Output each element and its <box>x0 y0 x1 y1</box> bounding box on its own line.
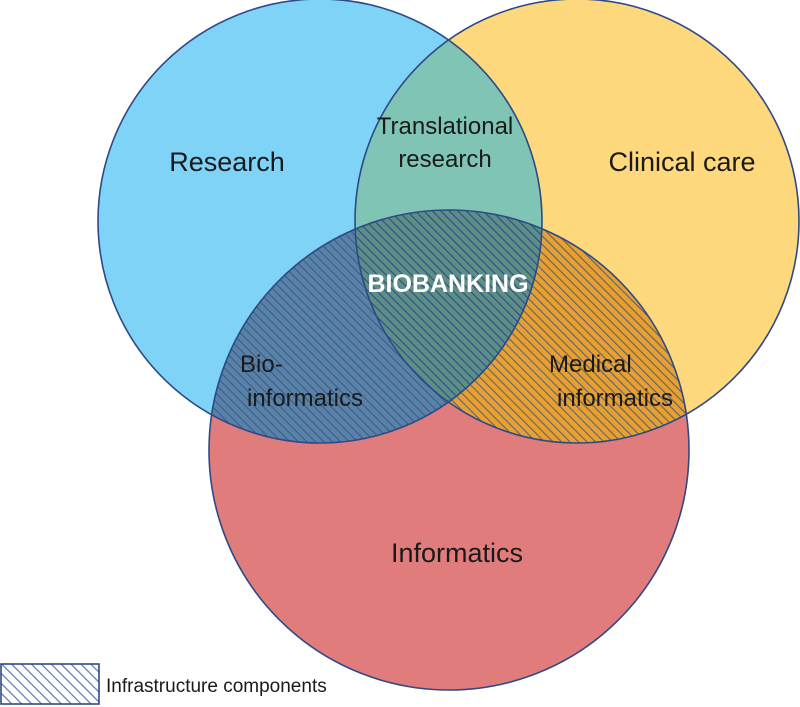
medical-informatics-label-line1: Medical <box>549 351 632 378</box>
bioinformatics-label-line2: informatics <box>247 385 363 412</box>
biobanking-label: BIOBANKING <box>367 270 528 298</box>
translational-label-line1: Translational <box>377 113 514 140</box>
clinical-care-outline <box>354 0 800 444</box>
research-outline <box>97 0 543 444</box>
informatics-label: Informatics <box>391 538 523 568</box>
bioinformatics-label-line1: Bio- <box>240 351 283 378</box>
legend-label: Infrastructure components <box>106 676 327 697</box>
research-label: Research <box>169 147 285 177</box>
clinical-care-label: Clinical care <box>608 147 755 177</box>
medical-informatics-label-line2: informatics <box>557 385 673 412</box>
translational-label-line2: research <box>398 146 491 173</box>
legend: Infrastructure components <box>0 663 327 705</box>
informatics-outline <box>208 209 690 691</box>
legend-hatch-swatch <box>0 663 100 705</box>
